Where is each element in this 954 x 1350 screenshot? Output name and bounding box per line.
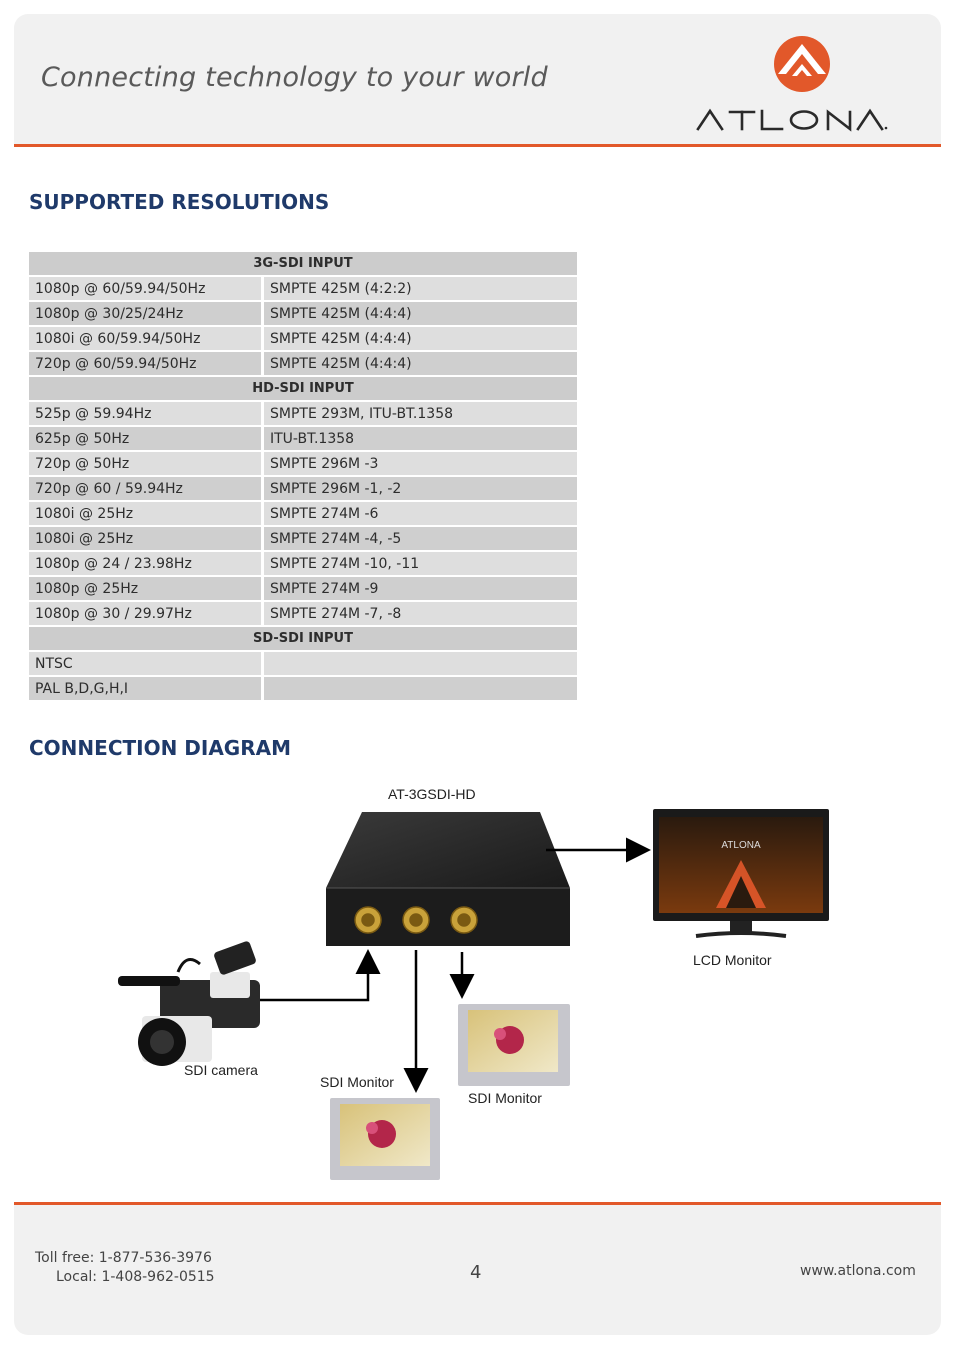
standard-cell: SMPTE 274M -6 <box>262 501 577 527</box>
standard-cell: SMPTE 274M -10, -11 <box>262 551 577 577</box>
lcd-monitor-icon: ATLONA <box>653 809 829 938</box>
standard-cell: SMPTE 425M (4:2:2) <box>262 276 577 302</box>
signal-connection-lines <box>260 837 651 1093</box>
sdi-camera-label: SDI camera <box>184 1062 258 1078</box>
standard-cell: SMPTE 274M -9 <box>262 576 577 602</box>
resolution-cell: 1080p @ 60/59.94/50Hz <box>29 276 264 302</box>
standard-cell: SMPTE 274M -7, -8 <box>262 601 577 627</box>
lcd-monitor-label: LCD Monitor <box>693 952 772 968</box>
atlona-logo <box>696 34 912 134</box>
connection-diagram-graphic: ATLONA <box>118 809 829 1180</box>
group-heading-3g-sdi: 3G-SDI INPUT <box>29 252 577 277</box>
local-number: Local: 1-408-962-0515 <box>56 1269 215 1285</box>
resolution-cell: PAL B,D,G,H,I <box>29 676 264 702</box>
standard-cell: SMPTE 296M -1, -2 <box>262 476 577 502</box>
converter-box-icon <box>326 812 570 946</box>
resolution-cell: 720p @ 50Hz <box>29 451 264 477</box>
sdi-monitor-label: SDI Monitor <box>468 1090 542 1106</box>
resolution-cell: 1080p @ 30/25/24Hz <box>29 301 264 327</box>
resolution-cell: 1080p @ 30 / 29.97Hz <box>29 601 264 627</box>
supported-resolutions-title: SUPPORTED RESOLUTIONS <box>29 190 330 214</box>
table-row: PAL B,D,G,H,I <box>29 676 577 702</box>
standard-cell: SMPTE 425M (4:4:4) <box>262 326 577 352</box>
toll-free-number: Toll free: 1-877-536-3976 <box>35 1250 212 1266</box>
resolution-cell: 1080p @ 24 / 23.98Hz <box>29 551 264 577</box>
header-tagline: Connecting technology to your world <box>41 62 548 93</box>
standard-cell: SMPTE 296M -3 <box>262 451 577 477</box>
sdi-monitor-label: SDI Monitor <box>320 1074 394 1090</box>
atlona-logo-icon <box>696 36 888 132</box>
resolution-cell: 1080i @ 25Hz <box>29 501 264 527</box>
standard-cell: SMPTE 293M, ITU-BT.1358 <box>262 401 577 427</box>
sdi-monitor-icon <box>330 1098 440 1180</box>
connection-diagram-title: CONNECTION DIAGRAM <box>29 736 292 760</box>
standard-cell: SMPTE 425M (4:4:4) <box>262 351 577 377</box>
standard-cell: SMPTE 425M (4:4:4) <box>262 301 577 327</box>
resolution-cell: 525p @ 59.94Hz <box>29 401 264 427</box>
group-heading-sd-sdi: SD-SDI INPUT <box>29 626 577 652</box>
group-heading-hd-sdi: HD-SDI INPUT <box>29 376 577 402</box>
lcd-screen-logo: ATLONA <box>721 840 761 851</box>
sdi-camera-icon <box>118 941 260 1066</box>
sdi-monitor-icon <box>458 1004 570 1086</box>
standard-cell: SMPTE 274M -4, -5 <box>262 526 577 552</box>
website-link[interactable]: www.atlona.com <box>800 1263 916 1279</box>
resolution-cell: 1080i @ 60/59.94/50Hz <box>29 326 264 352</box>
footer-band <box>14 1205 941 1335</box>
resolution-cell: 625p @ 50Hz <box>29 426 264 452</box>
device-label: AT-3GSDI-HD <box>388 786 476 802</box>
resolution-cell: NTSC <box>29 651 264 677</box>
standard-cell <box>262 651 577 677</box>
standard-cell: ITU-BT.1358 <box>262 426 577 452</box>
resolution-cell: 720p @ 60/59.94/50Hz <box>29 351 264 377</box>
connection-diagram: ATLONA <box>100 780 860 1190</box>
footer-rule <box>14 1202 941 1205</box>
resolution-cell: 720p @ 60 / 59.94Hz <box>29 476 264 502</box>
resolution-cell: 1080i @ 25Hz <box>29 526 264 552</box>
resolution-cell: 1080p @ 25Hz <box>29 576 264 602</box>
standard-cell <box>262 676 577 702</box>
page-number: 4 <box>470 1262 482 1283</box>
header-rule <box>14 144 941 147</box>
table-row: NTSC <box>29 651 577 677</box>
